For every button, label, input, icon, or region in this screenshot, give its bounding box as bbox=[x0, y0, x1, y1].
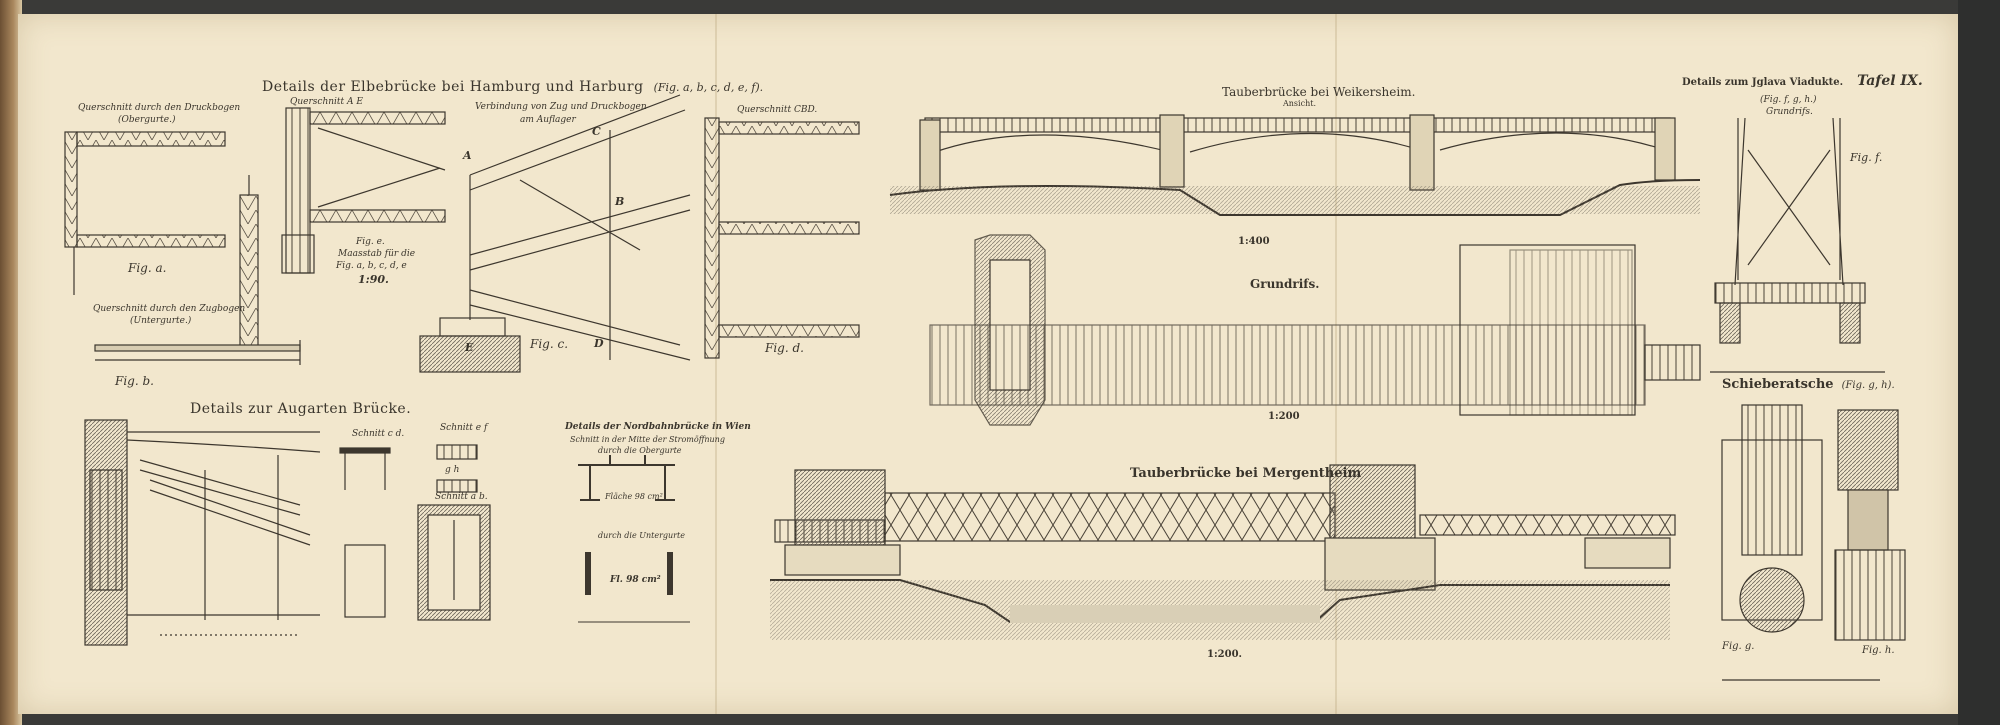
mergentheim-scale: 1:200. bbox=[1207, 649, 1243, 660]
nordbahn-sub3: durch die Untergurte bbox=[598, 531, 685, 540]
label-schnitt-cd: Schnitt c d. bbox=[352, 429, 405, 439]
schieber-title-row: Schieberatsche (Fig. g, h). bbox=[1722, 378, 1895, 391]
label-q-zug-sub: (Untergurte.) bbox=[130, 316, 192, 326]
jglava-fig-f: Fig. f. bbox=[1850, 151, 1883, 164]
label-fig-c: Fig. c. bbox=[530, 337, 569, 351]
scan-background bbox=[1958, 0, 2000, 725]
nordbahn-sub2: durch die Obergurte bbox=[598, 446, 682, 455]
label-q-ae: Querschnitt A E bbox=[290, 97, 363, 107]
label-schnitt-ef: Schnitt e f bbox=[440, 423, 488, 433]
fig-c-drawing bbox=[419, 94, 691, 373]
label-fig-e: Fig. e. bbox=[356, 237, 385, 247]
jglava-grundriss: Grundrifs. bbox=[1766, 107, 1813, 117]
label-verbindung: Verbindung von Zug und Druckbogen bbox=[475, 102, 647, 112]
augarten-title: Details zur Augarten Brücke. bbox=[190, 401, 412, 417]
jglava-title-row: Details zum Jglava Viadukte. Tafel IX. bbox=[1682, 74, 1923, 88]
label-fig-d: Fig. d. bbox=[765, 341, 804, 355]
weikersheim-plan bbox=[929, 234, 1701, 426]
elbe-title-row: Details der Elbebrücke bei Hamburg und H… bbox=[262, 80, 763, 94]
letter-b: B bbox=[615, 195, 625, 208]
weikersheim-ansicht: Ansicht. bbox=[1283, 99, 1316, 108]
label-fig-g: Fig. g. bbox=[1722, 641, 1755, 652]
elbe-title-figs: (Fig. a, b, c, d, e, f). bbox=[653, 81, 764, 94]
letter-c: C bbox=[592, 125, 601, 138]
jglava-figs: (Fig. f, g, h.) bbox=[1760, 95, 1817, 105]
label-scale-1: Maasstab für die bbox=[338, 249, 416, 259]
label-q-zug: Querschnitt durch den Zugbogen bbox=[93, 304, 246, 314]
fig-e-drawing bbox=[281, 107, 446, 274]
elbe-title: Details der Elbebrücke bei Hamburg und H… bbox=[262, 79, 644, 95]
nordbahn-drawing bbox=[578, 455, 690, 623]
schieber-drawings bbox=[1721, 404, 1906, 681]
plate-number: Tafel IX. bbox=[1857, 73, 1923, 89]
mergentheim-title: Tauberbrücke bei Mergentheim bbox=[1130, 466, 1362, 481]
fig-b-drawing bbox=[94, 340, 301, 365]
jglava-title: Details zum Jglava Viadukte. bbox=[1682, 77, 1844, 88]
letter-d: D bbox=[594, 337, 604, 350]
label-fig-h: Fig. h. bbox=[1862, 645, 1895, 656]
weikersheim-elevation bbox=[889, 114, 1701, 216]
letter-a: A bbox=[463, 149, 472, 162]
fold-line bbox=[715, 14, 717, 714]
mergentheim-drawing bbox=[770, 464, 1676, 640]
weikersheim-title: Tauberbrücke bei Weikersheim. bbox=[1222, 85, 1416, 99]
label-q-cbd: Querschnitt CBD. bbox=[737, 105, 818, 115]
jglava-fig-f bbox=[1710, 117, 1885, 373]
nordbahn-title: Details der Nordbahnbrücke in Wien bbox=[565, 422, 751, 432]
fig-d-drawing bbox=[704, 117, 860, 359]
label-verbindung-sub: am Auflager bbox=[520, 115, 576, 125]
grundriss-scale: 1:200 bbox=[1268, 411, 1300, 422]
label-scale-3: 1:90. bbox=[358, 273, 389, 286]
label-q-druck-sub: (Obergurte.) bbox=[118, 115, 176, 125]
weikersheim-grundriss: Grundrifs. bbox=[1250, 277, 1320, 291]
nordbahn-flaeche1: Fläche 98 cm² bbox=[605, 492, 663, 501]
fig-a-drawing bbox=[64, 131, 259, 351]
label-q-druck: Querschnitt durch den Druckbogen bbox=[78, 103, 241, 113]
augarten-drawing bbox=[84, 419, 491, 646]
letter-e: E bbox=[465, 341, 474, 354]
label-schnitt-ab: Schnitt a b. bbox=[435, 492, 488, 502]
schieber-figs: (Fig. g, h). bbox=[1841, 380, 1895, 391]
label-scale-2: Fig. a, b, c, d, e bbox=[336, 261, 407, 271]
nordbahn-sub1: Schnitt in der Mitte der Stromöffnung bbox=[570, 435, 725, 444]
label-schnitt-gh: g h bbox=[445, 465, 460, 475]
label-fig-b: Fig. b. bbox=[115, 374, 154, 388]
schieber-title: Schieberatsche bbox=[1722, 377, 1834, 392]
book-binding-edge bbox=[0, 0, 22, 725]
label-fig-a: Fig. a. bbox=[128, 261, 167, 275]
nordbahn-flaeche2: Fl. 98 cm² bbox=[610, 575, 661, 585]
weikersheim-scale: 1:400 bbox=[1238, 236, 1270, 247]
